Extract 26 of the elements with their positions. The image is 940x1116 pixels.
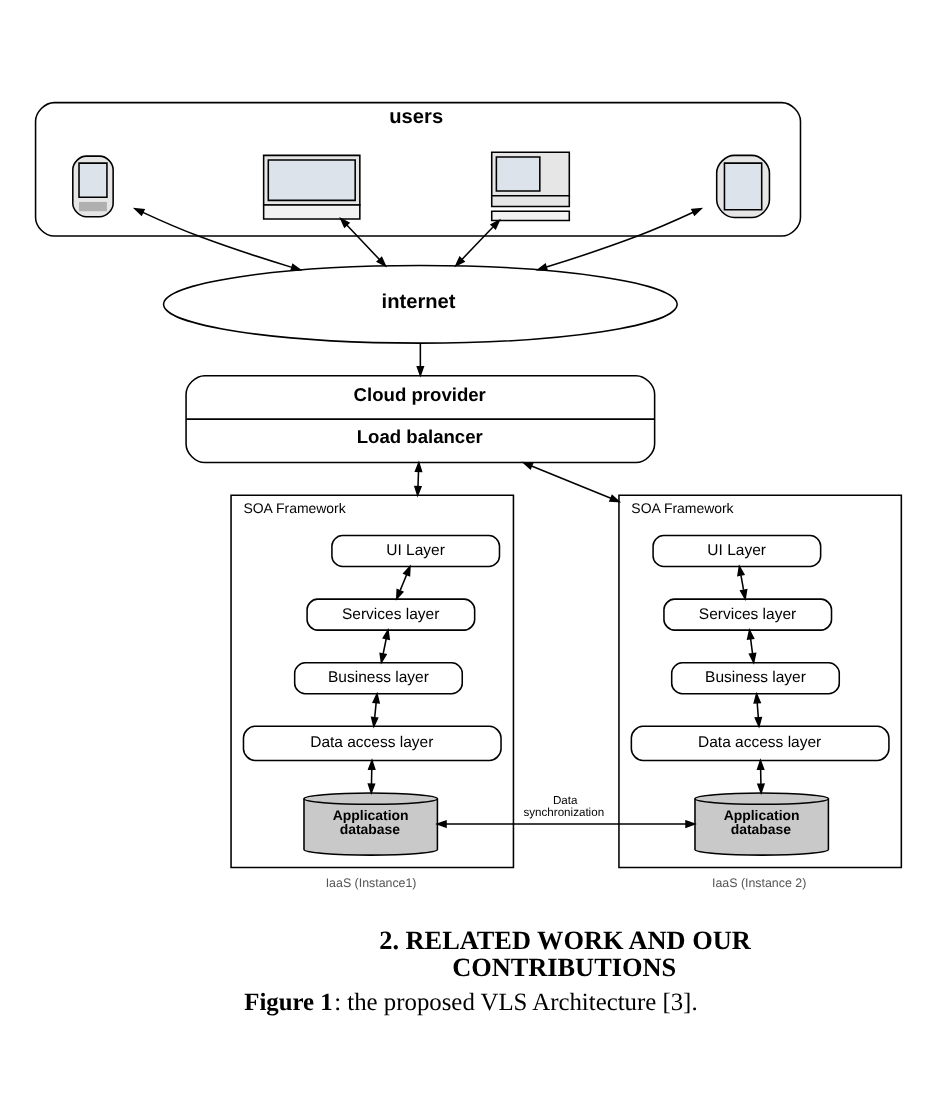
arrow bbox=[737, 564, 748, 601]
arrow bbox=[413, 460, 423, 498]
arrow bbox=[746, 627, 757, 665]
arrow bbox=[379, 627, 391, 665]
cluster: users bbox=[34, 101, 802, 237]
caption: Figure 1: the proposed VLS Architecture [3]. bbox=[244, 987, 698, 1016]
arrow bbox=[132, 207, 303, 272]
arrow bbox=[395, 564, 411, 601]
arrow bbox=[370, 691, 381, 729]
node-box: Business layer bbox=[670, 661, 841, 695]
node-box: UI Layer bbox=[331, 534, 501, 568]
arrow bbox=[435, 820, 697, 829]
node-box: Data access layer bbox=[630, 725, 890, 762]
arrow bbox=[535, 207, 704, 271]
node-box: Services layer bbox=[306, 598, 476, 631]
label: 2. RELATED WORK AND OUR CONTRIBUTIONS bbox=[379, 925, 751, 982]
node-box: Data access layer bbox=[242, 725, 502, 762]
arrow bbox=[454, 218, 501, 268]
node-box: Services layer bbox=[663, 598, 833, 631]
arrow bbox=[753, 691, 763, 729]
node-box: Business layer bbox=[293, 661, 463, 695]
node-box: UI Layer bbox=[652, 534, 822, 568]
arrow bbox=[339, 217, 387, 268]
arrow bbox=[416, 342, 425, 378]
arrow bbox=[756, 758, 765, 796]
arrow bbox=[521, 461, 622, 503]
